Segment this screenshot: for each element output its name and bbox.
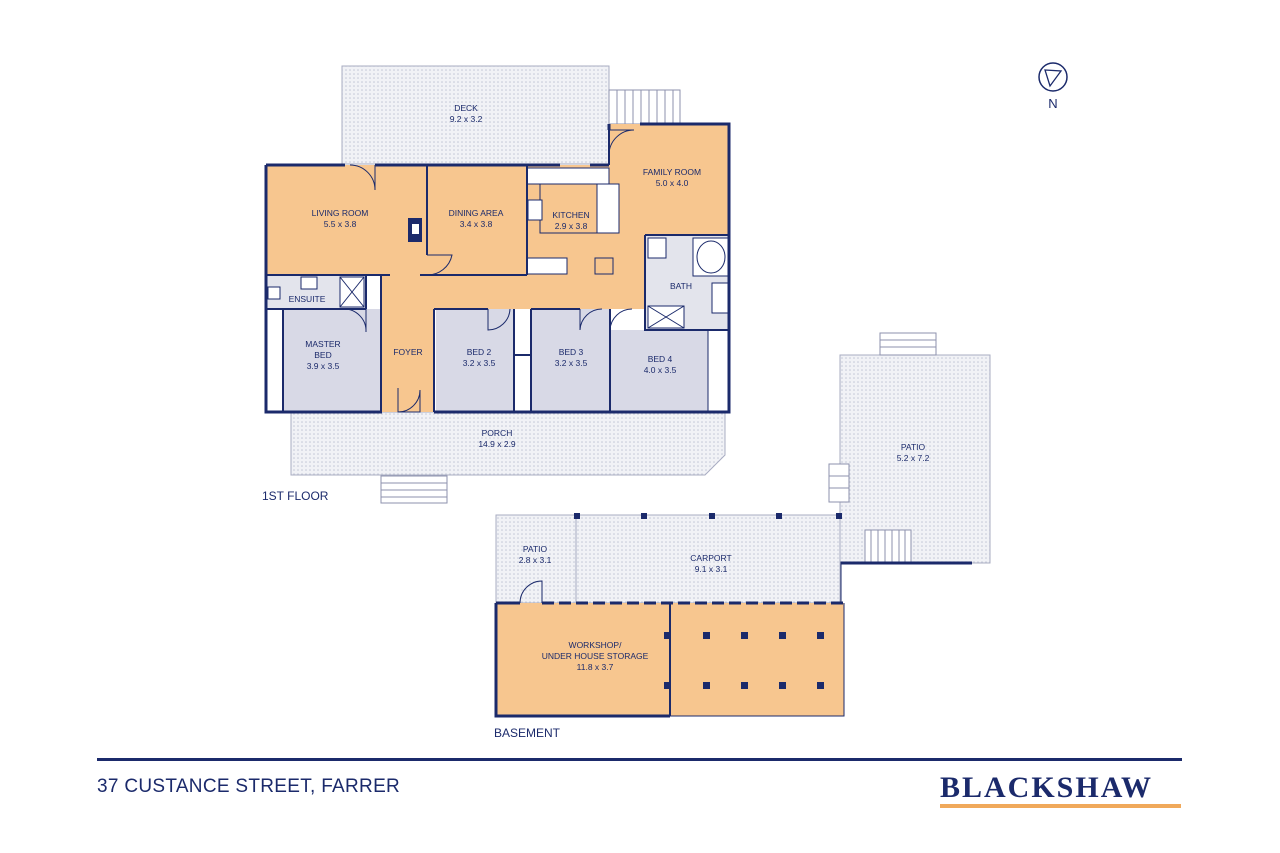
door-swings: [343, 129, 635, 413]
fireplace-inner: [412, 224, 419, 234]
dining-area-label: DINING AREA: [449, 208, 504, 218]
patio-edge: [838, 561, 972, 605]
patio-large-label: PATIO: [901, 442, 926, 452]
bed3-dims: 3.2 x 3.5: [555, 358, 588, 368]
living-room-dims: 5.5 x 3.8: [324, 219, 357, 229]
deck-label: DECK: [454, 103, 478, 113]
compass-icon: [1038, 62, 1068, 92]
footer-rule: [97, 758, 1182, 761]
carport-label: CARPORT: [690, 553, 731, 563]
foyer-label: FOYER: [393, 347, 422, 357]
bath-fixtures: [647, 237, 729, 329]
bed4-fill: [610, 330, 708, 412]
ensuite-label: ENSUITE: [289, 294, 326, 304]
bed2-dims: 3.2 x 3.5: [463, 358, 496, 368]
hall-fill: [382, 275, 645, 309]
bed3-label: BED 3: [559, 347, 584, 357]
compass-label: N: [1048, 96, 1057, 111]
carport-posts: [574, 513, 842, 519]
master-bed-label-1: MASTER: [305, 339, 340, 349]
bed4-dims: 4.0 x 3.5: [644, 365, 677, 375]
dining-area-fill: [427, 165, 527, 275]
kitchen-label: KITCHEN: [552, 210, 589, 220]
living-room-fill: [266, 165, 427, 275]
patio-stairs-side: [828, 463, 850, 503]
property-address: 37 CUSTANCE STREET, FARRER: [97, 776, 401, 797]
bed3-fill: [531, 309, 610, 412]
foyer-fill: [382, 309, 434, 412]
patio-large-area: [839, 354, 991, 564]
carport-dims: 9.1 x 3.1: [695, 564, 728, 574]
basement-walls: [494, 580, 845, 718]
brand-underline: [940, 804, 1181, 808]
bed4-label: BED 4: [648, 354, 673, 364]
master-bed-dims: 3.9 x 3.5: [307, 361, 340, 371]
basement-label: BASEMENT: [494, 726, 561, 740]
workshop-dims: 11.8 x 3.7: [577, 662, 614, 672]
deck-area: [341, 65, 610, 165]
patio-small-area: [495, 514, 577, 604]
patio-stairs-bottom: [864, 529, 912, 564]
kitchen-fixtures: [526, 167, 620, 275]
workshop-label-1: WORKSHOP/: [569, 640, 623, 650]
patio-stairs-top: [879, 332, 937, 356]
kitchen-dims: 2.9 x 3.8: [555, 221, 588, 231]
porch-stairs: [380, 475, 448, 504]
house-walls: [264, 122, 731, 414]
first-floor-label: 1ST FLOOR: [262, 489, 329, 503]
patio-small-label: PATIO: [523, 544, 548, 554]
bed2-label: BED 2: [467, 347, 492, 357]
porch-label: PORCH: [482, 428, 513, 438]
family-room-dims: 5.0 x 4.0: [656, 178, 689, 188]
master-bed-fill: [283, 309, 381, 412]
deck-dims: 9.2 x 3.2: [450, 114, 483, 124]
bath-label: BATH: [670, 281, 692, 291]
living-room-label: LIVING ROOM: [312, 208, 369, 218]
dining-area-dims: 3.4 x 3.8: [460, 219, 493, 229]
family-room-label: FAMILY ROOM: [643, 167, 701, 177]
brand-logo: BLACKSHAW: [940, 771, 1154, 804]
patio-small-dims: 2.8 x 3.1: [519, 555, 552, 565]
porch-dims: 14.9 x 2.9: [478, 439, 516, 449]
robe-fill: [266, 309, 283, 412]
family-room-fill: [609, 124, 729, 235]
master-bed-label-2: BED: [314, 350, 331, 360]
deck-stairs: [608, 89, 681, 125]
workshop-label-2: UNDER HOUSE STORAGE: [542, 651, 649, 661]
ensuite-fixtures: [267, 276, 365, 308]
patio-large-dims: 5.2 x 7.2: [897, 453, 930, 463]
basement-piers: [664, 632, 824, 689]
